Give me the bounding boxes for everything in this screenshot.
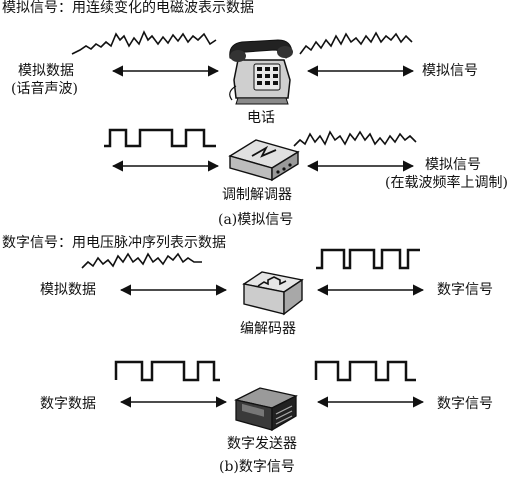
- modem-icon: [228, 139, 300, 182]
- telephone-label: 电话: [247, 110, 275, 126]
- carrier-note-label: (在载波频率上调制): [385, 175, 508, 191]
- voice-wave-label: (话音声波): [11, 81, 78, 97]
- analog-signal-label: 模拟信号: [422, 63, 478, 79]
- digital-pulse-transmitter-input: [114, 360, 220, 382]
- transmitter-label: 数字发送器: [227, 436, 297, 452]
- digital-data-label: 数字数据: [40, 396, 96, 412]
- digital-signal-label: 数字信号: [437, 282, 493, 298]
- digital-signal-label-b: 数字信号: [437, 396, 493, 412]
- analog-data-label: 模拟数据: [18, 63, 74, 79]
- digital-transmitter-icon: [234, 387, 298, 432]
- codec-label: 编解码器: [240, 321, 296, 337]
- analog-wave-voice: [71, 30, 217, 55]
- modem-label: 调制解调器: [222, 187, 292, 203]
- section-b-heading: 数字信号：用电压脉冲序列表示数据: [2, 235, 226, 251]
- analog-wave-phone-output: [299, 31, 413, 55]
- digital-pulse-modem-input: [104, 128, 216, 148]
- analog-data-label-b: 模拟数据: [40, 282, 96, 298]
- section-a-caption: (a)模拟信号: [218, 212, 294, 228]
- telephone-icon: [229, 39, 293, 105]
- analog-wave-modulated: [293, 130, 417, 147]
- section-b-caption: (b)数字信号: [219, 459, 295, 475]
- analog-wave-codec-input: [81, 252, 202, 269]
- section-a-heading: 模拟信号：用连续变化的电磁波表示数据: [2, 0, 254, 16]
- modulated-signal-label: 模拟信号: [425, 157, 481, 173]
- digital-pulse-transmitter-output: [314, 360, 416, 382]
- codec-icon: [242, 271, 304, 316]
- digital-pulse-codec-output: [316, 248, 420, 270]
